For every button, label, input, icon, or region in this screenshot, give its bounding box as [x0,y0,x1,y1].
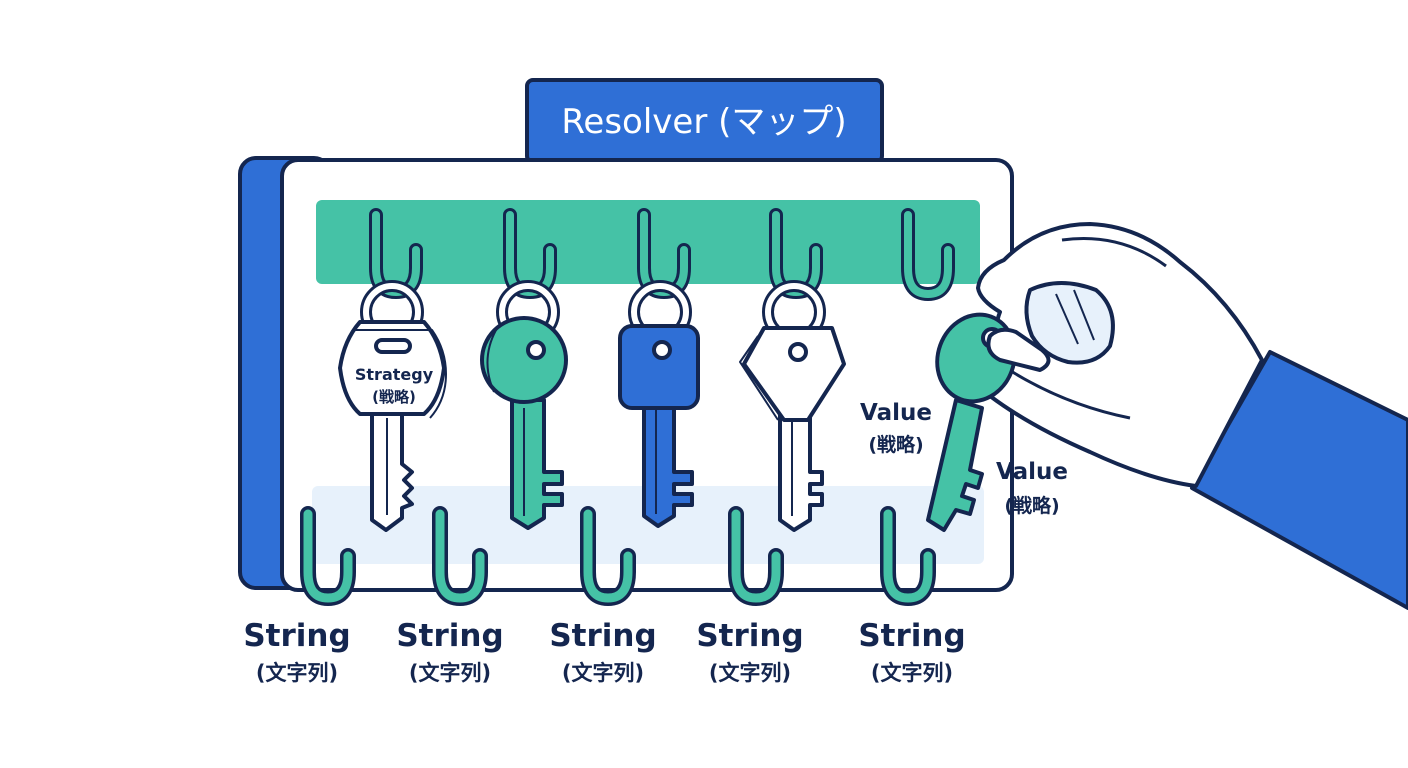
bottom-hook-5 [880,506,936,607]
top-hook-5 [901,208,955,302]
key-tag-main: Strategy [355,365,434,384]
hook-label-3-main: String [549,618,656,654]
hook-label-2-sub: (文字列) [409,661,491,685]
value-label-2: Value (戦略) [996,459,1068,517]
hook-labels: String (文字列) String (文字列) String (文字列) S… [243,618,965,685]
hook-label-4-main: String [696,618,803,654]
bottom-hook-2 [432,506,488,607]
hook-label-4-sub: (文字列) [709,661,791,685]
key-blue-square [618,280,700,528]
held-key [926,312,1051,532]
bottom-hook-4 [728,506,784,607]
key-strategy: Strategy (戦略) [338,280,447,532]
title-text: Resolver (マップ) [561,102,846,142]
hook-label-1-main: String [243,618,350,654]
key-tag-sub: (戦略) [372,388,416,406]
key-teal-round [480,280,568,530]
hook-label-2-main: String [396,618,503,654]
value-label-1-sub: (戦略) [868,433,923,456]
hook-label-1-sub: (文字列) [256,661,338,685]
value-label-1: Value (戦略) [860,400,932,456]
value-label-1-main: Value [860,400,932,426]
title-tab: Resolver (マップ) [525,78,884,164]
value-label-2-sub: (戦略) [1004,494,1059,517]
hand [973,222,1408,610]
hook-label-5-main: String [858,618,965,654]
bottom-hook-1 [300,506,356,607]
hook-label-3-sub: (文字列) [562,661,644,685]
bottom-hooks [300,506,936,607]
bottom-hook-3 [580,506,636,607]
key-white-pointed [739,280,846,532]
hook-label-5-sub: (文字列) [871,661,953,685]
value-label-2-main: Value [996,459,1068,485]
